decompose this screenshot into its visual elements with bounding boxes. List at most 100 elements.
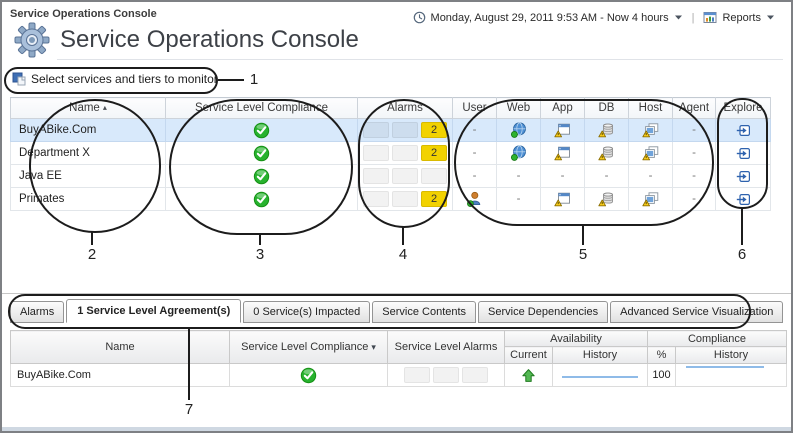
explore-icon[interactable] [736,169,751,184]
table-row[interactable]: BuyABike.Com 100 [10,363,787,387]
explore-icon[interactable] [736,192,751,207]
reports-menu[interactable]: Reports [722,11,761,24]
callout-line-3 [259,233,261,245]
user-tier-available-icon [466,191,483,207]
sla-group-header-availability: Availability [504,330,648,347]
chevron-down-icon[interactable] [674,14,683,21]
app-tier-warning-icon [554,191,571,207]
app-tier-warning-icon [554,122,571,138]
callout-number-5: 5 [578,246,588,263]
alarm-cell [363,122,389,138]
window-bottom-edge [2,427,791,431]
topbar-divider: | [691,11,695,24]
column-header-agent[interactable]: Agent [672,97,716,119]
callout-line-2 [91,231,93,245]
column-header-compliance[interactable]: Service Level Compliance [165,97,358,119]
db-tier-warning-icon [598,191,615,207]
sla-subheader-availability-history[interactable]: History [552,346,648,364]
app-status-empty: - [560,170,565,182]
sla-subheader-current[interactable]: Current [504,346,553,364]
sort-ascending-icon: ▴ [102,103,107,112]
host-status-empty: - [648,170,653,182]
column-header-db[interactable]: DB [584,97,629,119]
column-header-alarms[interactable]: Alarms [357,97,453,119]
table-row[interactable]: Java EE------ [10,164,771,188]
service-name-cell[interactable]: Primates [10,187,166,211]
column-header-web[interactable]: Web [496,97,541,119]
sla-subheader-percent[interactable]: % [647,346,676,364]
callout-line-1 [218,79,244,81]
breadcrumb: Service Operations Console [10,8,157,20]
tab-service-dependencies[interactable]: Service Dependencies [478,301,609,323]
alarm-count-badge[interactable]: 2 [421,145,447,161]
host-tier-warning-icon [642,191,659,207]
user-status-empty: - [472,124,477,136]
callout-line-6 [741,207,743,245]
host-tier-warning-icon [642,145,659,161]
sla-row-name[interactable]: BuyABike.Com [10,363,230,387]
title-divider [57,59,783,60]
alarm-count-badge[interactable]: 2 [421,191,447,207]
tab-1-service-level-agreement-s[interactable]: 1 Service Level Agreement(s) [66,299,242,323]
report-chart-icon [703,11,717,24]
db-tier-warning-icon [598,122,615,138]
column-header-explore[interactable]: Explore [715,97,771,119]
service-name-cell[interactable]: Java EE [10,164,166,188]
services-table: Name▴ Service Level Compliance Alarms Us… [10,97,771,211]
callout-line-5 [582,224,584,245]
alarm-cell [363,191,389,207]
table-row[interactable]: Primates 2 - - [10,187,771,211]
alarm-cell [404,367,430,383]
chevron-down-icon[interactable] [766,14,775,21]
tab-service-contents[interactable]: Service Contents [372,301,477,323]
chevron-down-icon: ▾ [371,342,376,352]
compliance-ok-icon [253,145,270,162]
callout-number-6: 6 [737,246,747,263]
service-name-cell[interactable]: Department X [10,141,166,165]
explore-icon[interactable] [736,146,751,161]
agent-status-empty: - [692,193,696,205]
column-header-name[interactable]: Name▴ [10,97,166,119]
app-tier-warning-icon [554,145,571,161]
page-title: Service Operations Console [60,26,359,53]
tab-alarms[interactable]: Alarms [10,301,65,323]
alarm-cell [421,168,447,184]
compliance-percent-value: 100 [647,363,676,387]
sla-subheader-compliance-history[interactable]: History [675,346,787,364]
sla-column-header-alarms[interactable]: Service Level Alarms [387,330,505,364]
callout-number-3: 3 [255,246,265,263]
web-status-empty: - [516,170,521,182]
column-header-host[interactable]: Host [628,97,673,119]
gear-icon [14,22,50,58]
callout-number-7: 7 [184,401,194,418]
sla-column-header-compliance[interactable]: Service Level Compliance▾ [229,330,388,364]
compliance-history-sparkline [686,366,764,368]
tab-advanced-service-visualization[interactable]: Advanced Service Visualization [610,301,784,323]
compliance-ok-icon [300,367,317,384]
alarm-cell [392,145,418,161]
web-status-empty: - [516,193,521,205]
alarm-cell [363,168,389,184]
db-tier-warning-icon [598,145,615,161]
callout-number-4: 4 [398,246,408,263]
select-services-link[interactable]: Select services and tiers to monitor [31,72,218,86]
compliance-ok-icon [253,122,270,139]
sla-group-header-compliance: Compliance [647,330,787,347]
callout-number-1: 1 [249,71,259,88]
column-header-app[interactable]: App [540,97,585,119]
alarm-severity-cells: 2 [358,122,452,138]
explore-icon[interactable] [736,123,751,138]
service-name-cell[interactable]: BuyABike.Com [10,118,166,142]
column-header-user[interactable]: User [452,97,497,119]
web-globe-available-icon [510,122,527,138]
web-globe-available-icon [510,145,527,161]
tab-0-service-s-impacted[interactable]: 0 Service(s) Impacted [243,301,371,323]
select-services-icon [12,72,26,86]
alarm-severity-cells: 2 [358,145,452,161]
alarm-count-badge[interactable]: 2 [421,122,447,138]
sla-column-header-name[interactable]: Name [10,330,230,364]
time-range-label[interactable]: Monday, August 29, 2011 9:53 AM - Now 4 … [430,11,669,24]
